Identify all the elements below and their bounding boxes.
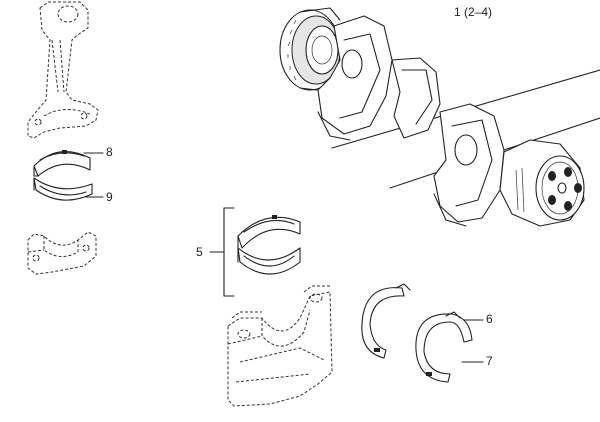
callout-1-crankshaft: 1 (2–4)	[454, 5, 493, 19]
callout-5-main-bearing-set: 5	[196, 245, 203, 259]
callout-6-thrust-washer-upper: 6	[486, 312, 493, 326]
main-bearing-set	[209, 207, 301, 297]
rod-bearing-lower	[33, 177, 104, 201]
connecting-rod	[27, 1, 99, 139]
thrust-washer-upper	[361, 283, 484, 359]
thrust-washer-lower	[415, 311, 484, 383]
rod-bearing-upper	[33, 150, 104, 177]
callout-9-rod-bearing-lower: 9	[106, 190, 113, 204]
main-bearing-cap	[227, 285, 333, 407]
callout-8-rod-bearing-upper: 8	[106, 145, 113, 159]
crankshaft	[279, 7, 600, 227]
callout-7-thrust-washer-lower: 7	[486, 354, 493, 368]
connecting-rod-cap	[27, 231, 97, 275]
